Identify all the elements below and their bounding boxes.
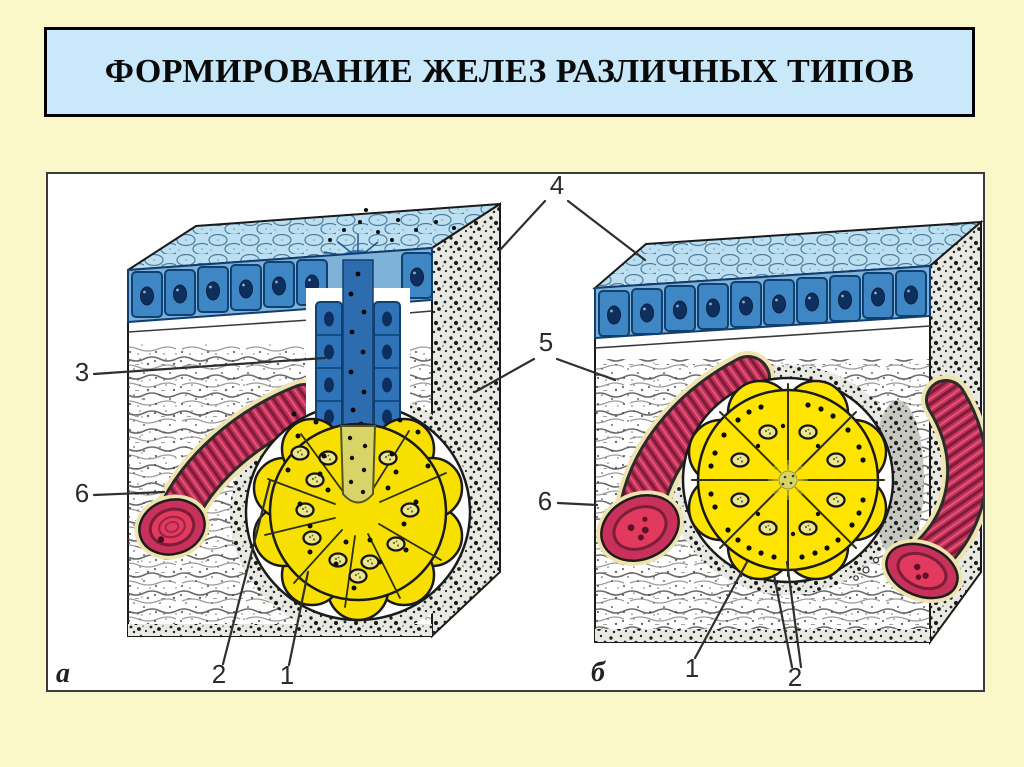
panel-letter-b: б [591, 657, 606, 688]
callout-6a: 6 [75, 478, 89, 508]
callout-5: 5 [539, 327, 553, 357]
leader-line-6a [92, 490, 166, 497]
secretory-granules-a [285, 411, 431, 591]
cell-borders-a [264, 430, 447, 608]
callout-6b: 6 [538, 486, 552, 516]
leader-line-5-right [555, 357, 617, 382]
leader-line-2b-2 [785, 560, 803, 669]
figure-panel: 4 5 3 6 2 1 а 6 1 2 б [46, 172, 985, 692]
callout-2b: 2 [788, 662, 802, 690]
callout-3: 3 [75, 357, 89, 387]
leader-line-4-right [566, 199, 647, 262]
leader-line-3 [92, 356, 327, 376]
callout-1a: 1 [280, 660, 294, 690]
gland-duct-a [315, 259, 401, 435]
leader-line-2a [221, 479, 272, 666]
leader-line-5-left [473, 357, 536, 394]
blood-vessel-b-right [881, 375, 983, 603]
tissue-block-a [127, 202, 501, 639]
leader-line-2b-1 [772, 573, 794, 669]
callout-4: 4 [550, 174, 564, 200]
secretory-granules-b [708, 402, 866, 560]
callout-1b: 1 [685, 653, 699, 683]
vessel-open-end-b-right [881, 539, 963, 603]
title-box: ФОРМИРОВАНИЕ ЖЕЛЕЗ РАЗЛИЧНЫХ ТИПОВ [44, 27, 975, 117]
stray-cells-b [853, 556, 880, 581]
vessel-open-end-a [134, 494, 210, 560]
leader-line-4-left [498, 199, 547, 252]
page-title: ФОРМИРОВАНИЕ ЖЕЛЕЗ РАЗЛИЧНЫХ ТИПОВ [104, 53, 915, 90]
blood-vessel-b-left [596, 351, 775, 566]
tissue-block-b [592, 219, 983, 646]
gland-diagram: 4 5 3 6 2 1 а 6 1 2 б [56, 174, 983, 690]
leader-line-1a [287, 570, 310, 667]
leader-line-1b [693, 560, 749, 660]
panel-letter-a: а [56, 658, 70, 689]
vessel-open-end-b-left [596, 490, 684, 566]
leader-line-6b [556, 501, 599, 507]
blood-vessel-a [134, 379, 329, 560]
callout-2a: 2 [212, 659, 226, 689]
gland-acinus-a [252, 411, 464, 622]
callouts: 4 5 3 6 2 1 а 6 1 2 б [56, 174, 802, 690]
